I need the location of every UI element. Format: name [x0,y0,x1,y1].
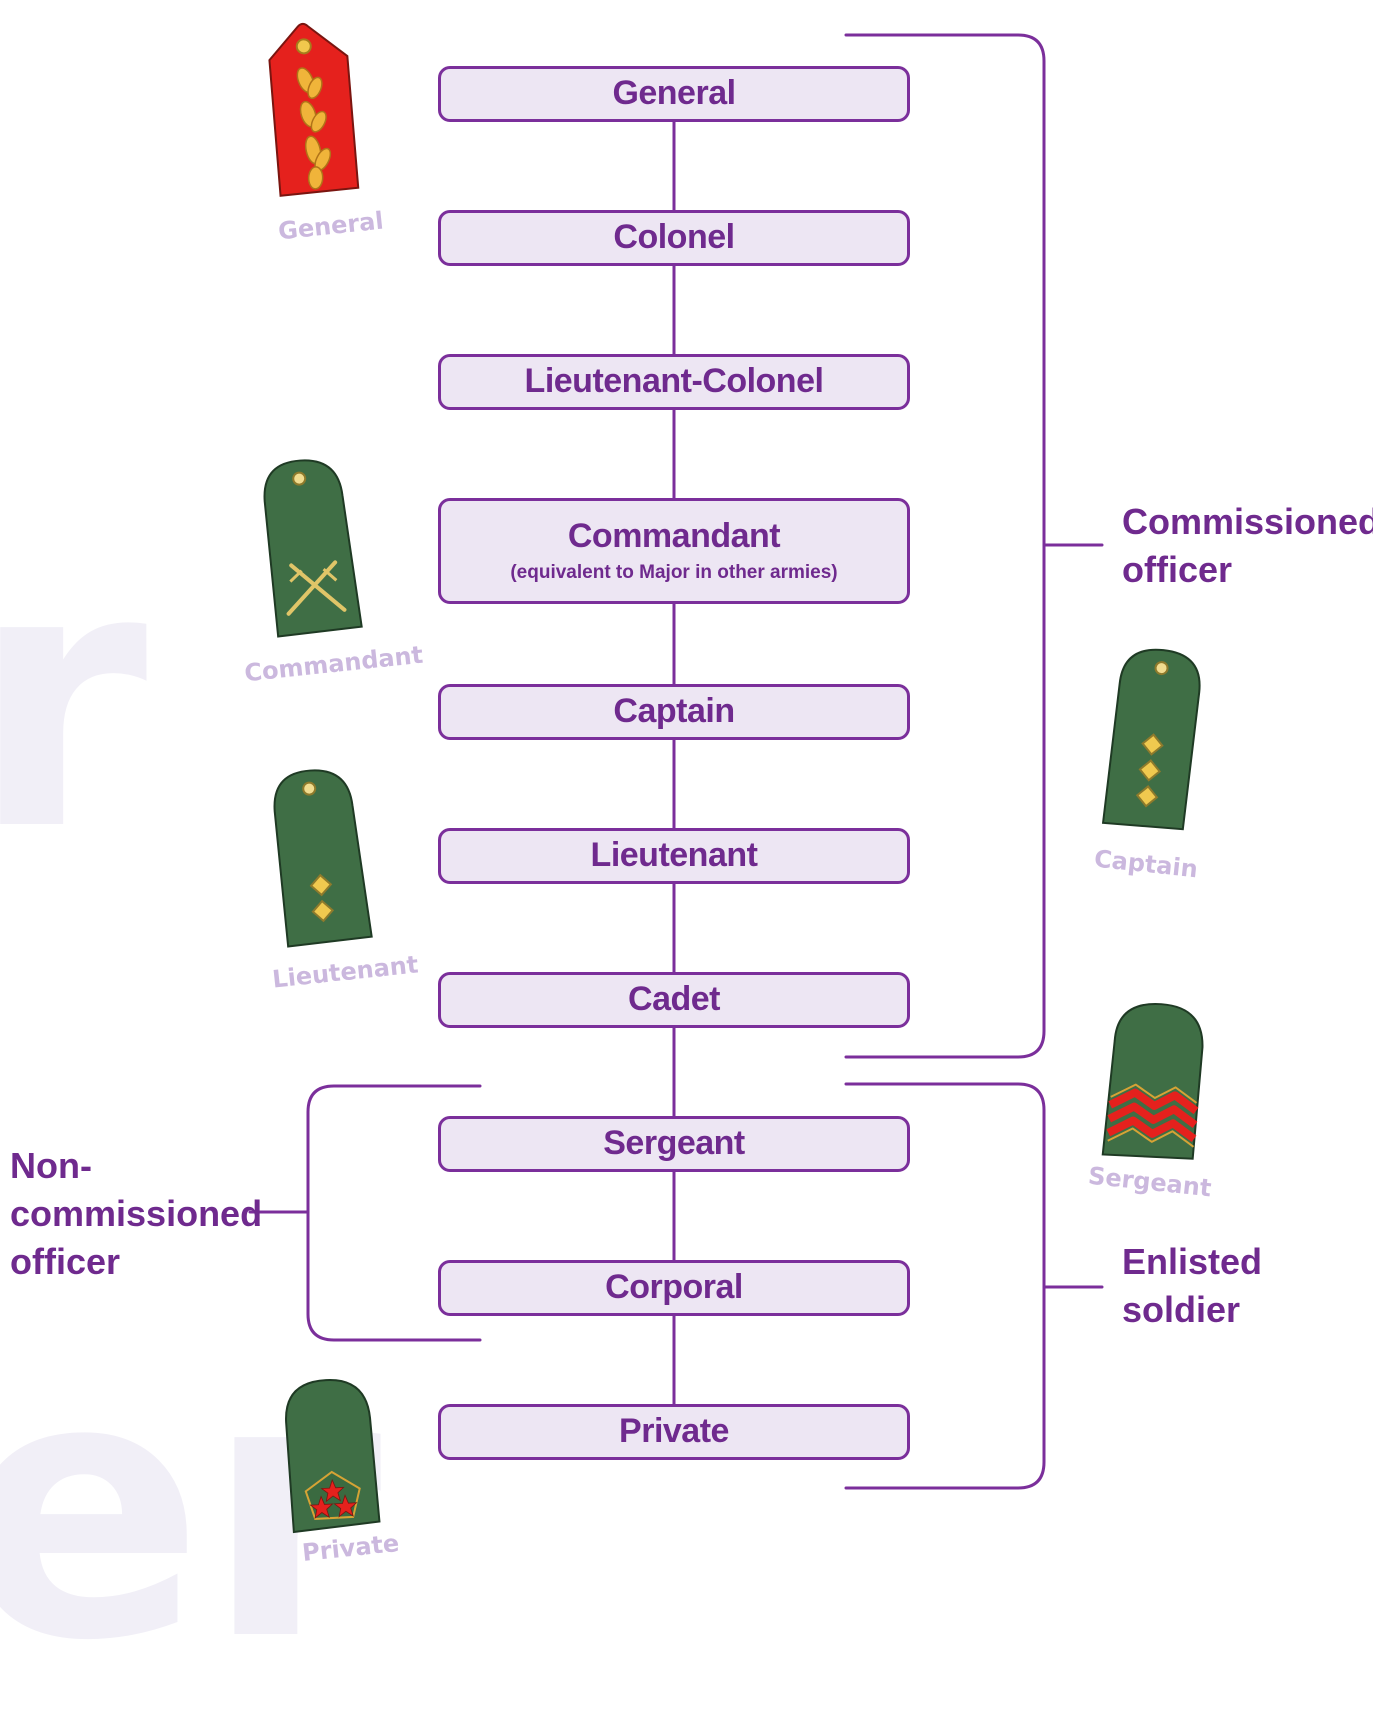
group-label-line: Non- [10,1145,92,1186]
watermark-letter: r [0,490,148,909]
group-label-enlisted: Enlisted soldier [1122,1238,1262,1334]
rank-note: (equivalent to Major in other armies) [510,561,838,583]
rank-box-captain: Captain [438,684,910,740]
group-label-noncommissioned: Non- commissioned officer [10,1142,262,1286]
group-label-line: officer [10,1241,121,1282]
rank-label: Colonel [613,218,735,257]
rank-label: Lieutenant-Colonel [524,362,824,401]
group-label-line: Enlisted [1122,1241,1263,1282]
lieutenant-insignia-icon [273,769,373,948]
rank-box-cadet: Cadet [438,972,910,1028]
connector-lines [248,33,1104,1490]
rank-label: Corporal [605,1268,743,1307]
rank-label: Cadet [628,980,720,1019]
group-label-line: commissioned [10,1193,263,1234]
rank-label: Private [619,1412,729,1451]
rank-label: General [612,74,736,113]
rank-label: Captain [613,692,735,731]
rank-label: Commandant [567,517,781,556]
rank-label: Sergeant [603,1124,745,1163]
general-insignia-icon [268,22,360,197]
rank-box-commandant: Commandant (equivalent to Major in other… [438,498,910,604]
rank-box-private: Private [438,1404,910,1460]
private-insignia-icon [285,1379,381,1534]
commandant-insignia-icon [263,459,363,638]
rank-box-general: General [438,66,910,122]
group-label-commissioned: Commissioned officer [1122,498,1373,594]
captain-insignia-icon [1101,648,1201,831]
rank-diagram: r er General Colonel Lieutenant-Colonel … [0,22,1373,1690]
rank-box-colonel: Colonel [438,210,910,266]
group-label-line: officer [1122,549,1233,590]
rank-label: Lieutenant [590,836,758,875]
group-label-line: Commissioned [1122,501,1373,542]
sergeant-insignia-icon [1101,1003,1204,1160]
rank-box-lieutenant-colonel: Lieutenant-Colonel [438,354,910,410]
group-label-line: soldier [1122,1289,1241,1330]
rank-box-sergeant: Sergeant [438,1116,910,1172]
rank-box-corporal: Corporal [438,1260,910,1316]
rank-box-lieutenant: Lieutenant [438,828,910,884]
